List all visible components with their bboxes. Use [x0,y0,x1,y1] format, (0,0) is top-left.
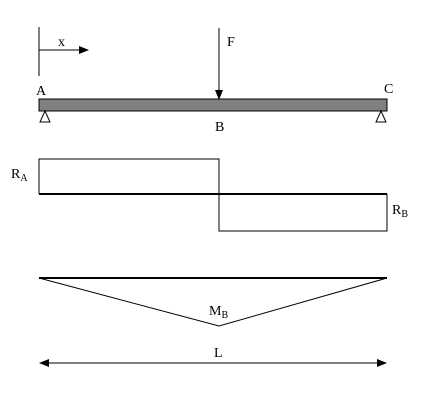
beam: A C B [36,82,393,135]
left-support [39,109,51,123]
point-b-label: B [215,120,224,135]
moment-curve [38,277,388,327]
coordinate-axis: x [38,27,89,76]
shear-positive-block [38,158,220,194]
force-arrow: F [215,28,235,100]
length-label: L [214,346,223,361]
reaction-b-label: RB [392,203,408,220]
force-label: F [227,35,235,50]
reaction-a-label: RA [11,167,28,184]
left-support-triangle [39,109,51,123]
x-axis-label: x [58,35,65,50]
shear-negative-block [218,194,388,232]
right-support-triangle [375,109,387,123]
shear-force-diagram: RA RB [11,158,408,232]
moment-label: MB [209,304,228,321]
point-a-label: A [36,84,47,99]
bending-moment-diagram: MB [38,277,388,327]
length-dimension: L [39,346,387,367]
point-c-label: C [384,82,393,97]
beam-body [38,98,388,112]
right-support [375,109,387,123]
